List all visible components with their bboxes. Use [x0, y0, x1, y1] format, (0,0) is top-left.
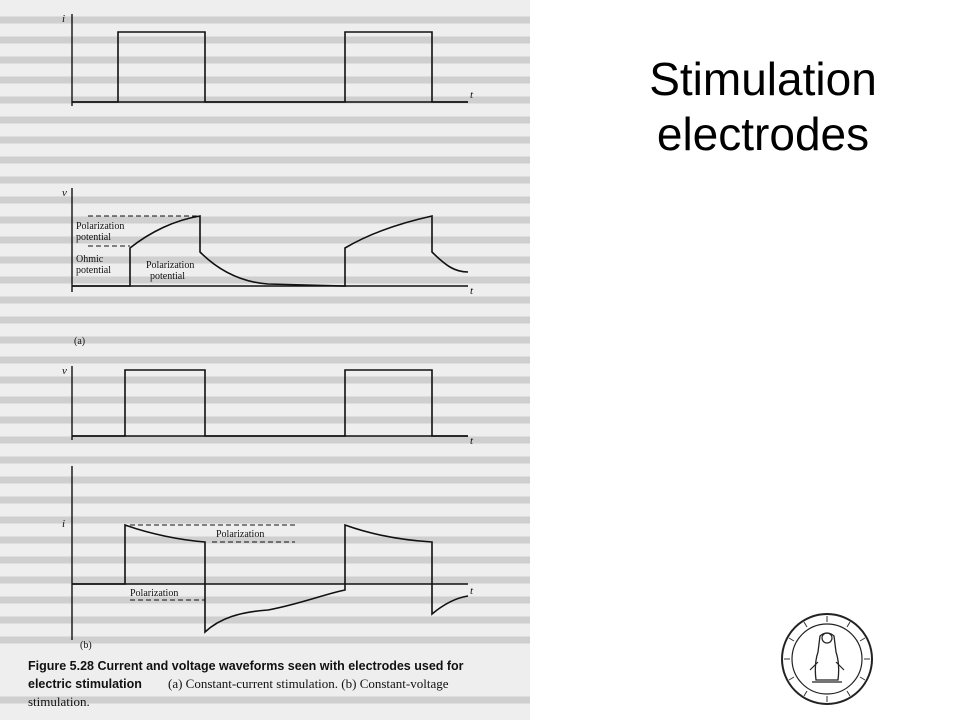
figure-caption: Figure 5.28 Current and voltage waveform…	[28, 659, 464, 709]
caption-line-1: Figure 5.28 Current and voltage waveform…	[28, 659, 464, 673]
background-text-bleed	[0, 16, 530, 704]
panel-a-voltage: v t Polarization potential Ohmic potenti…	[62, 187, 474, 347]
ohmic-potential-label-1: Ohmic	[76, 254, 104, 265]
axis-label-v-a: v	[62, 187, 67, 199]
polarization-potential-label-2: potential	[76, 232, 111, 243]
polarization-potential-b-label-2: potential	[150, 271, 185, 282]
axis-label-v-b: v	[62, 365, 67, 377]
axis-label-t-a2: t	[470, 285, 474, 297]
polarization-potential-b-label-1: Polarization	[146, 260, 194, 271]
axis-label-t-a1: t	[470, 89, 474, 101]
panel-a-current: i t	[62, 13, 474, 106]
polarization-potential-label-1: Polarization	[76, 221, 124, 232]
panel-b-voltage: v t	[62, 365, 474, 447]
caption-line-3: stimulation.	[28, 694, 90, 709]
voltage-pulse-train	[72, 369, 468, 437]
axis-label-i-a: i	[62, 13, 65, 25]
current-pulse-train	[72, 31, 468, 103]
current-response-curve	[72, 523, 469, 634]
axis-label-t-b2: t	[470, 585, 474, 597]
polarization-upper-label: Polarization	[216, 529, 264, 540]
panel-a-label: (a)	[74, 336, 85, 347]
voltage-response-curve	[72, 215, 469, 287]
university-seal-logo	[781, 613, 873, 705]
slide-title: Stimulation electrodes	[598, 52, 928, 162]
slide-title-line-2: electrodes	[656, 108, 870, 161]
panel-b-current: i t Polarization Polarization (b)	[62, 466, 474, 651]
caption-line-2-bold: electric stimulation	[28, 677, 142, 691]
waveform-figure: i t v t Polarization potential Ohmic pot…	[0, 13, 530, 709]
panel-b-label: (b)	[80, 640, 92, 651]
axis-label-i-b: i	[62, 518, 65, 530]
slide-title-line-1: Stimulation	[649, 53, 877, 105]
ohmic-potential-label-2: potential	[76, 265, 111, 276]
axis-label-t-b1: t	[470, 435, 474, 447]
polarization-lower-label: Polarization	[130, 588, 178, 599]
scanned-figure: i t v t Polarization potential Ohmic pot…	[0, 0, 530, 720]
caption-line-2-serif: (a) Constant-current stimulation. (b) Co…	[168, 676, 449, 691]
